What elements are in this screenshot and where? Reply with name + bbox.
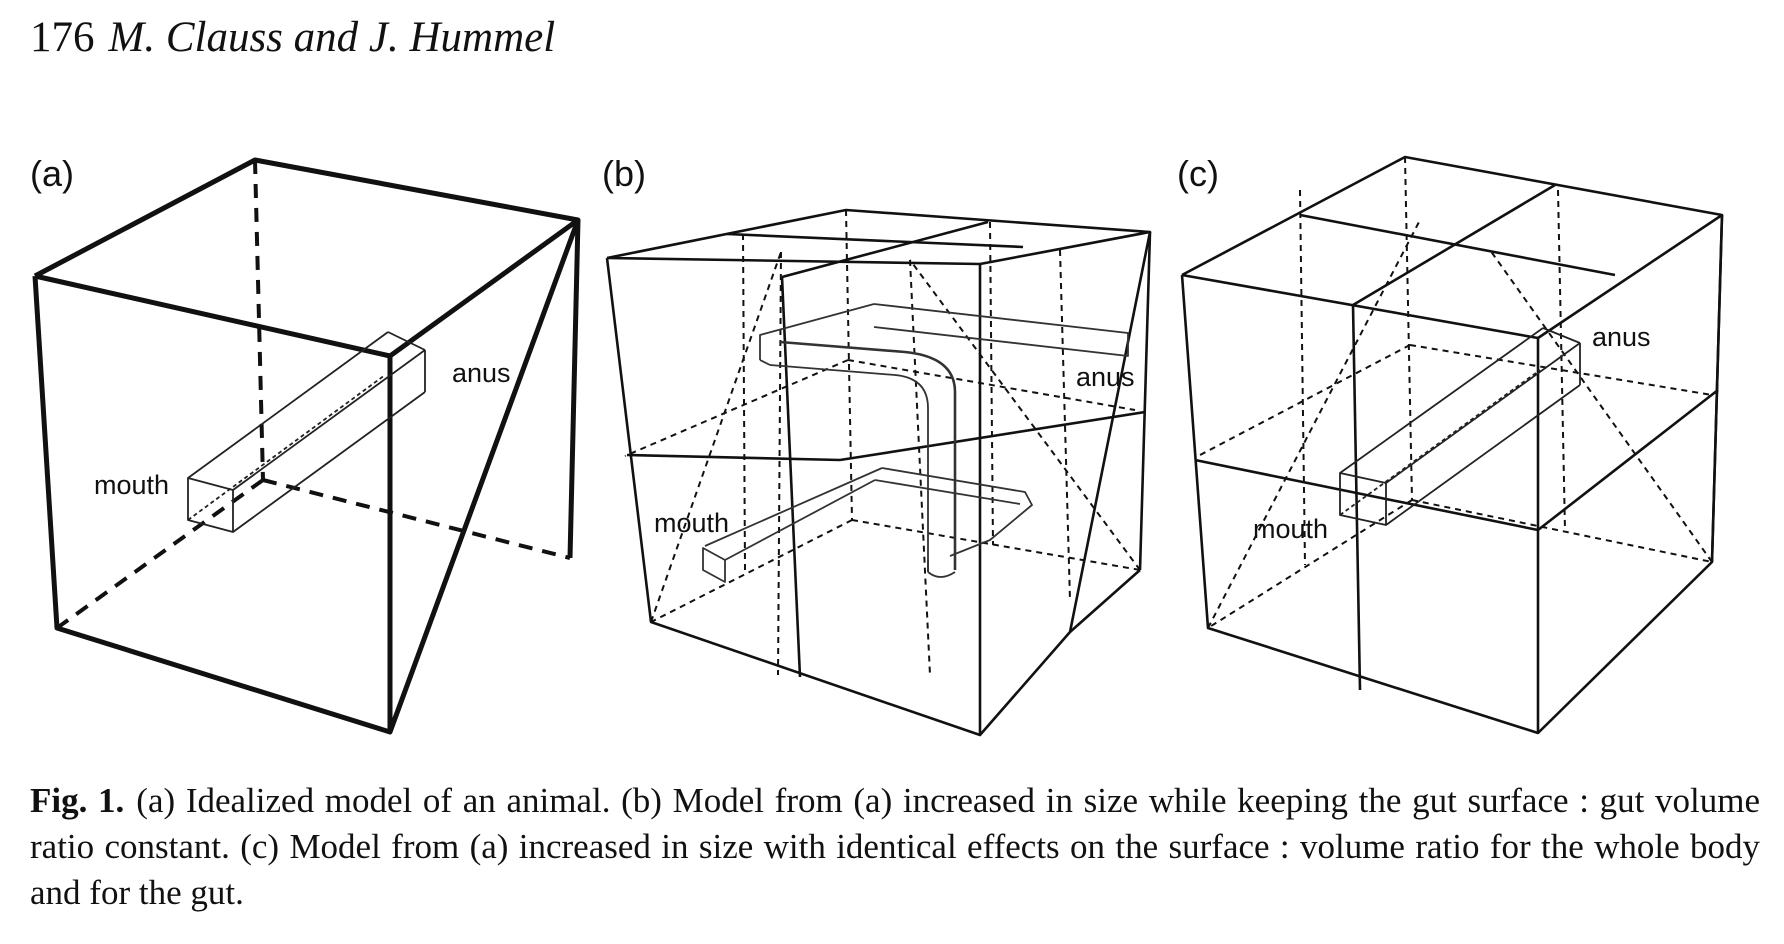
panel-b-anus-label: anus — [1076, 362, 1135, 392]
panel-c: (c) — [1177, 153, 1724, 735]
panel-a-label: (a) — [30, 153, 74, 194]
panel-c-anus-label: anus — [1592, 322, 1651, 352]
panel-b-gut — [702, 303, 1129, 583]
panel-a-anus-label: anus — [452, 358, 511, 388]
caption-text: (a) Idealized model of an animal. (b) Mo… — [30, 781, 1760, 912]
panel-c-cube — [1180, 155, 1724, 735]
figure-1: (a) mouth — [30, 153, 1724, 737]
panel-c-mouth-label: mouth — [1253, 514, 1328, 544]
running-head-authors: M. Clauss and J. Hummel — [108, 14, 556, 61]
panel-b-mouth-label: mouth — [654, 508, 729, 538]
panel-a-mouth-label: mouth — [94, 470, 169, 500]
figure-caption: Fig. 1.(a) Idealized model of an animal.… — [30, 778, 1760, 916]
panel-a: (a) mouth — [30, 153, 581, 735]
page-number: 176 — [30, 14, 95, 61]
caption-figure-label: Fig. 1. — [30, 781, 125, 820]
panel-c-label: (c) — [1177, 153, 1219, 194]
panel-a-gut — [187, 331, 426, 533]
panel-c-gut — [1339, 327, 1581, 526]
panel-b-label: (b) — [602, 153, 646, 194]
page-header: 176 M. Clauss and J. Hummel — [30, 12, 555, 64]
panel-a-cube — [32, 157, 581, 735]
panel-b: (b) — [602, 153, 1152, 737]
panel-b-cube — [605, 208, 1152, 737]
